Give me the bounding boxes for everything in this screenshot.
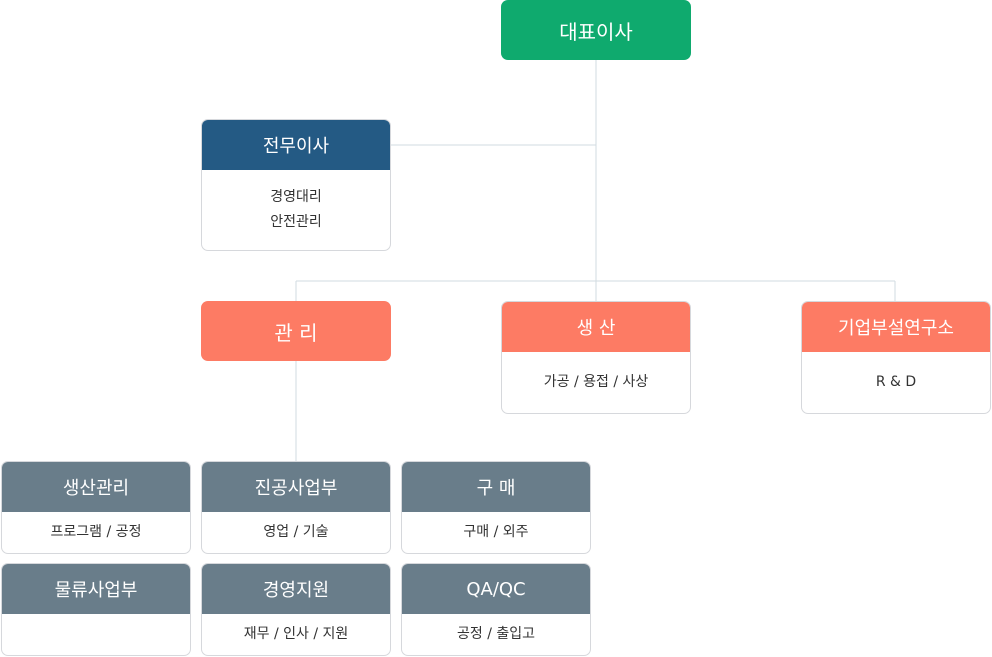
duty-line: 영업 / 기술 xyxy=(263,524,329,540)
node-management: 관 리 xyxy=(201,301,391,361)
duty-line: R & D xyxy=(875,374,917,390)
node-management-support-duties: 재무 / 인사 / 지원 xyxy=(202,614,390,655)
duty-line: 공정 / 출입고 xyxy=(456,626,536,642)
duty-line: 재무 / 인사 / 지원 xyxy=(243,626,349,642)
node-qa-qc-title: QA/QC xyxy=(402,564,590,614)
node-research-institute-title: 기업부설연구소 xyxy=(802,302,990,352)
node-executive-director: 전무이사 경영대리 안전관리 xyxy=(201,119,391,251)
node-executive-director-title: 전무이사 xyxy=(202,120,390,170)
node-management-support-title: 경영지원 xyxy=(202,564,390,614)
node-ceo-title: 대표이사 xyxy=(501,0,691,60)
node-management-title: 관 리 xyxy=(201,301,391,361)
node-qa-qc: QA/QC 공정 / 출입고 xyxy=(401,563,591,656)
node-vacuum-division: 진공사업부 영업 / 기술 xyxy=(201,461,391,554)
duty-line: 프로그램 / 공정 xyxy=(50,524,142,540)
node-vacuum-division-duties: 영업 / 기술 xyxy=(202,512,390,553)
node-production-title: 생 산 xyxy=(502,302,690,352)
node-vacuum-division-title: 진공사업부 xyxy=(202,462,390,512)
duty-line: 경영대리 xyxy=(270,189,322,205)
node-logistics-division-duties xyxy=(2,614,190,655)
duty-line: 가공 / 용접 / 사상 xyxy=(543,374,649,390)
node-purchasing-title: 구 매 xyxy=(402,462,590,512)
duty-line: 구매 / 외주 xyxy=(463,524,529,540)
node-qa-qc-duties: 공정 / 출입고 xyxy=(402,614,590,655)
node-production: 생 산 가공 / 용접 / 사상 xyxy=(501,301,691,414)
node-executive-director-duties: 경영대리 안전관리 xyxy=(202,170,390,250)
node-research-institute-duties: R & D xyxy=(802,352,990,413)
node-production-management: 생산관리 프로그램 / 공정 xyxy=(1,461,191,554)
node-ceo: 대표이사 xyxy=(501,0,691,60)
node-purchasing-duties: 구매 / 외주 xyxy=(402,512,590,553)
node-management-support: 경영지원 재무 / 인사 / 지원 xyxy=(201,563,391,656)
node-research-institute: 기업부설연구소 R & D xyxy=(801,301,991,414)
node-purchasing: 구 매 구매 / 외주 xyxy=(401,461,591,554)
node-production-duties: 가공 / 용접 / 사상 xyxy=(502,352,690,413)
node-logistics-division: 물류사업부 xyxy=(1,563,191,656)
duty-line: 안전관리 xyxy=(270,214,322,230)
node-production-management-title: 생산관리 xyxy=(2,462,190,512)
node-logistics-division-title: 물류사업부 xyxy=(2,564,190,614)
node-production-management-duties: 프로그램 / 공정 xyxy=(2,512,190,553)
